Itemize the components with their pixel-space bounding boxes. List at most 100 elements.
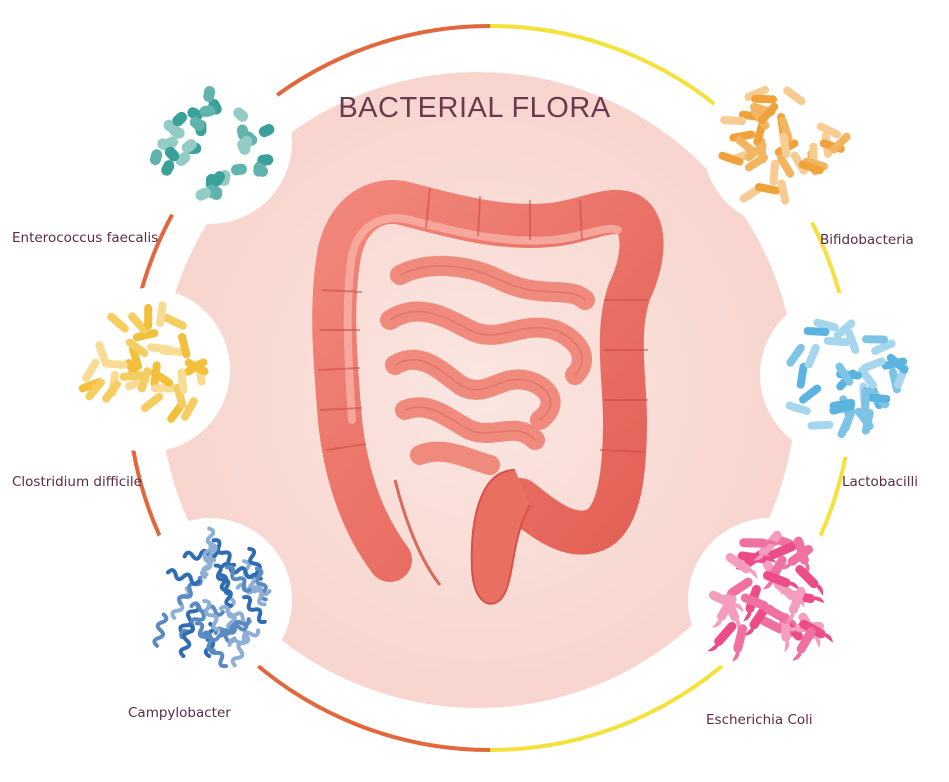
bacterium-shape — [178, 332, 191, 359]
bacterium-shape — [165, 568, 201, 586]
bacterium-shape — [769, 159, 779, 186]
bacterium-shape — [785, 401, 811, 415]
bacterium-shape — [829, 402, 855, 415]
bacterium-shape — [172, 111, 188, 127]
intestines-illustration — [312, 180, 664, 605]
bacterium-shape — [178, 602, 201, 635]
bacterium-shape — [864, 393, 891, 403]
bacterium-shape — [225, 564, 252, 593]
rectum-shape — [470, 469, 531, 605]
bacterium-shape — [230, 633, 251, 668]
bacterium-shape — [219, 573, 233, 608]
bacterium-shape — [739, 538, 779, 548]
bacterium-shape — [803, 327, 830, 336]
bacterium-shape — [777, 179, 790, 205]
bacterium-shape — [201, 540, 215, 577]
bacterium-shape — [173, 383, 187, 409]
bacterium-shape — [257, 154, 274, 166]
bacterium-shape — [759, 542, 796, 561]
colon-segments — [317, 187, 648, 453]
bacterium-shape — [218, 604, 253, 626]
bacterium-shape — [807, 420, 834, 430]
bacterium-shape — [137, 367, 152, 393]
bacterium-shape — [181, 397, 198, 421]
bacterium-shape — [146, 343, 173, 354]
bacterium-shape — [751, 94, 777, 104]
bacterium-shape — [233, 107, 249, 122]
bacterium-shape — [786, 343, 805, 367]
bacterium-shape — [804, 343, 820, 369]
bacterium-shape — [213, 622, 249, 636]
bacterium-shape — [107, 312, 129, 333]
clostridium-icon — [66, 288, 230, 452]
bacterium-shape — [744, 85, 770, 101]
bacterium-shape — [732, 624, 748, 662]
bacterium-shape — [203, 86, 216, 102]
bacterium-shape — [862, 335, 888, 344]
bacterium-shape — [181, 139, 197, 154]
bacteria-label: Enterococcus faecalis — [12, 230, 159, 246]
bacterium-shape — [156, 301, 167, 328]
bacterium-shape — [132, 329, 159, 342]
bacterium-shape — [776, 154, 795, 178]
bacterium-shape — [227, 628, 261, 647]
bacterium-shape — [194, 621, 216, 653]
bacterium-shape — [841, 407, 856, 433]
enterococcus-icon — [128, 60, 292, 224]
bacterium-shape — [246, 574, 267, 607]
appendix-shape — [393, 479, 442, 586]
bacterium-shape — [854, 407, 874, 431]
bacterium-shape — [119, 371, 146, 381]
bacterium-shape — [712, 594, 737, 628]
bacteria-label: Campylobacter — [128, 705, 231, 721]
bacterium-shape — [220, 561, 256, 580]
bacteria-label: Escherichia Coli — [706, 712, 813, 728]
diagram-title: BACTERIAL FLORA — [338, 92, 611, 124]
bacterium-shape — [202, 599, 221, 632]
bacterium-shape — [792, 627, 816, 661]
bacterium-shape — [796, 362, 808, 389]
small-intestine-outline — [389, 265, 586, 441]
bacterium-shape — [128, 312, 149, 334]
bacterium-shape — [861, 386, 870, 413]
bacterium-shape — [205, 526, 218, 563]
bacterium-shape — [778, 116, 793, 143]
bacteria-label: Clostridium difficile — [12, 474, 142, 490]
bacteria-label: Bifidobacteria — [820, 232, 914, 248]
bacterium-shape — [144, 303, 153, 330]
bacterium-shape — [708, 621, 737, 652]
bacterium-shape — [833, 319, 856, 340]
bacterium-shape — [247, 546, 263, 581]
bacterium-shape — [239, 135, 253, 152]
bacterium-shape — [125, 338, 149, 358]
bacteria-label: Lactobacilli — [842, 474, 919, 490]
bacterium-shape — [744, 153, 768, 172]
bacterium-shape — [242, 595, 267, 625]
bacterium-shape — [211, 171, 226, 187]
bacterium-shape — [101, 359, 128, 369]
bacterium-shape — [799, 384, 822, 404]
bacterium-shape — [162, 313, 187, 330]
bacterium-shape — [823, 336, 850, 347]
bacterium-shape — [140, 392, 164, 412]
bacterium-shape — [177, 575, 203, 606]
bacterium-shape — [799, 619, 833, 643]
bacterium-shape — [178, 622, 195, 659]
bacterium-shape — [199, 105, 216, 117]
bacterium-shape — [871, 339, 896, 355]
bacterium-shape — [798, 160, 824, 175]
bacterium-shape — [718, 151, 744, 166]
bacterium-shape — [786, 586, 806, 623]
bacterium-shape — [753, 530, 782, 561]
bacterium-shape — [740, 593, 777, 613]
lactobacilli-icon — [760, 293, 924, 457]
bacterium-shape — [813, 318, 839, 332]
bacterium-shape — [128, 344, 143, 371]
bacterium-shape — [169, 125, 185, 139]
bacterium-shape — [795, 565, 824, 596]
bacterium-shape — [779, 132, 791, 159]
bacterium-shape — [720, 116, 747, 125]
campylobacter-icon — [128, 518, 292, 682]
bacterium-shape — [253, 162, 269, 177]
